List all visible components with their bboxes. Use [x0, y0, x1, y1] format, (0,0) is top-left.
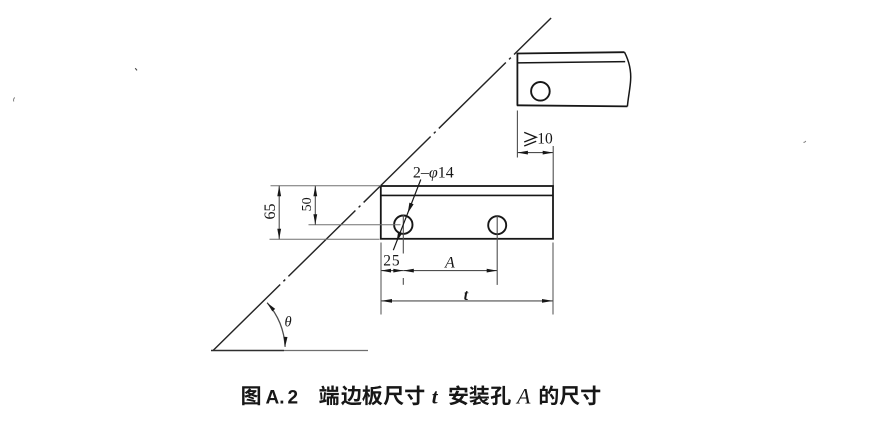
svg-text:2: 2	[288, 387, 299, 408]
svg-text:50: 50	[300, 197, 315, 211]
svg-text:65: 65	[262, 204, 279, 220]
svg-text:t: t	[432, 384, 439, 408]
svg-text:t: t	[464, 287, 469, 304]
svg-text:A: A	[515, 383, 531, 408]
svg-text:A: A	[444, 255, 455, 272]
svg-text:2–φ14: 2–φ14	[413, 164, 454, 181]
svg-text:10: 10	[537, 130, 553, 147]
svg-text:A.: A.	[266, 387, 285, 408]
svg-text:25: 25	[383, 252, 400, 269]
svg-text:θ: θ	[285, 315, 292, 331]
